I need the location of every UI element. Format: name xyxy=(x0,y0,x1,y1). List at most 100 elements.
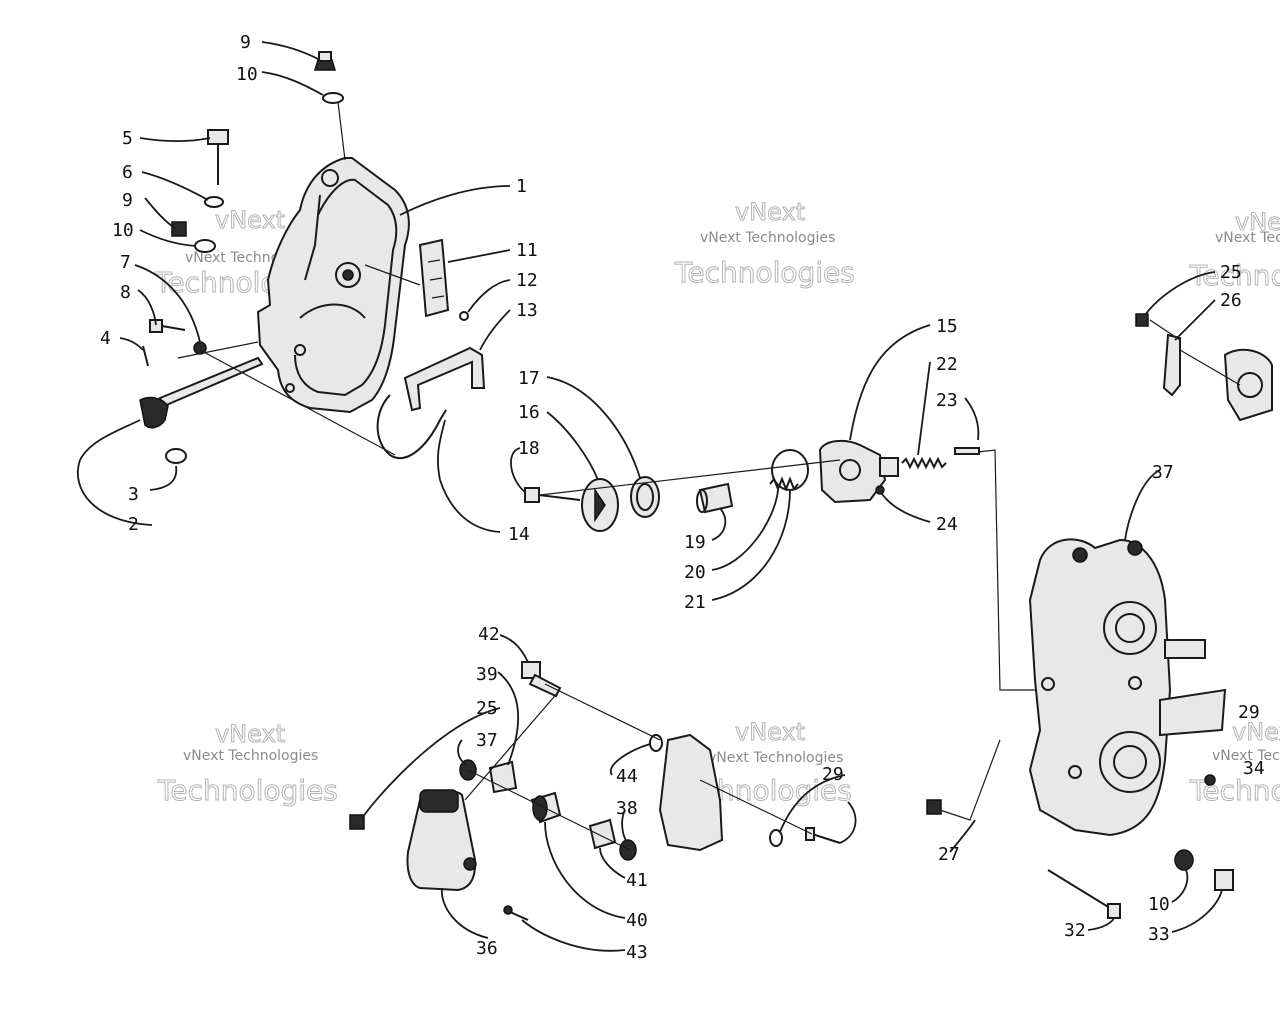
callout-44: 44 xyxy=(616,766,638,787)
callout-27: 27 xyxy=(938,844,960,865)
nut-27 xyxy=(926,799,942,815)
svg-text:vNext Technologies: vNext Technologies xyxy=(1215,230,1280,246)
callout-32: 32 xyxy=(1064,920,1086,941)
callout-10-right: 10 xyxy=(1148,894,1170,915)
shaft-right xyxy=(1159,639,1227,737)
svg-text:Technologies: Technologies xyxy=(1189,774,1280,807)
plate-right-top xyxy=(1223,348,1273,422)
svg-text:vNext Technologies: vNext Technologies xyxy=(708,750,843,766)
cable-14 xyxy=(376,394,447,460)
callout-3: 3 xyxy=(128,484,139,505)
washer-44 xyxy=(649,734,663,752)
callout-19: 19 xyxy=(684,532,706,553)
washer-29-center xyxy=(769,829,783,847)
callout-4: 4 xyxy=(100,328,111,349)
callout-42: 43 xyxy=(626,942,648,963)
bolt-18 xyxy=(524,487,581,503)
bushing-39 xyxy=(530,791,562,824)
watermark-left-bottom: vNext vNext Technologies Technologies xyxy=(157,720,339,808)
callout-5: 5 xyxy=(122,128,133,149)
bracket-13 xyxy=(403,346,486,412)
svg-text:vNext: vNext xyxy=(735,198,805,226)
callout-21: 21 xyxy=(684,592,706,613)
callout-7: 7 xyxy=(120,252,131,273)
callout-14: 14 xyxy=(508,524,530,545)
callout-10-left: 10 xyxy=(112,220,134,241)
callout-29-center: 29 xyxy=(822,764,844,785)
bolt-42 xyxy=(503,905,529,921)
bracket-26 xyxy=(1162,333,1181,397)
callout-25-right: 25 xyxy=(1220,262,1242,283)
svg-text:Technologies: Technologies xyxy=(674,256,855,289)
spring-22 xyxy=(901,456,947,470)
callout-13: 13 xyxy=(516,300,538,321)
svg-text:vNext Technologies: vNext Technologies xyxy=(183,748,318,764)
callout-20: 20 xyxy=(684,562,706,583)
svg-text:vNext: vNext xyxy=(215,720,285,748)
screw-12 xyxy=(459,311,469,321)
leader-lines xyxy=(77,41,1223,952)
watermark-right-bottom: vNext vNext Technologies Technologies xyxy=(1189,718,1280,808)
washer-10-top xyxy=(322,92,344,104)
callout-39: 40 xyxy=(626,910,648,931)
gear-case-35 xyxy=(1028,538,1172,837)
bolt-43 xyxy=(805,827,841,844)
bolt-9-top xyxy=(313,51,337,71)
chaincase-cover xyxy=(256,157,410,414)
callout-9-left: 9 xyxy=(122,190,133,211)
callout-37-right: 38 xyxy=(616,798,638,819)
svg-text:vNext: vNext xyxy=(735,718,805,746)
watermark-center-top: vNext vNext Technologies Technologies xyxy=(674,198,856,290)
callout-35: 37 xyxy=(1152,462,1174,483)
washer-10-right xyxy=(1174,849,1194,871)
callout-37-left: 37 xyxy=(476,730,498,751)
callout-36: 36 xyxy=(476,938,498,959)
pin-4 xyxy=(142,345,149,367)
callout-10-top: 10 xyxy=(236,64,258,85)
callout-23: 23 xyxy=(936,390,958,411)
arm-36 xyxy=(406,789,477,892)
callout-34: 34 xyxy=(1243,758,1265,779)
callout-22: 22 xyxy=(936,354,958,375)
svg-text:vNext Technologies: vNext Technologies xyxy=(700,230,835,246)
o-ring-6 xyxy=(204,196,224,208)
callout-25-bottom: 25 xyxy=(476,698,498,719)
bolt-9-left xyxy=(171,221,216,253)
plug-5 xyxy=(207,129,229,185)
svg-text:vNext: vNext xyxy=(215,206,285,234)
callout-26: 26 xyxy=(1220,290,1242,311)
nut-25-right xyxy=(1135,313,1149,327)
callout-8: 8 xyxy=(120,282,131,303)
svg-text:vNext: vNext xyxy=(1235,208,1280,236)
nut-34 xyxy=(1204,774,1216,786)
watermark-right-top: vNext vNext Technologies Technologies xyxy=(1189,208,1280,293)
callout-11: 11 xyxy=(516,240,538,261)
callout-16: 16 xyxy=(518,402,540,423)
callout-6: 6 xyxy=(122,162,133,183)
bolt-41 xyxy=(521,661,562,698)
callout-15: 15 xyxy=(936,316,958,337)
bolt-33 xyxy=(1214,869,1234,891)
callout-18: 18 xyxy=(518,438,540,459)
callout-41: 42 xyxy=(478,624,500,645)
callout-17: 17 xyxy=(518,368,540,389)
bolt-32 xyxy=(1047,869,1121,919)
sprocket-16 xyxy=(581,478,619,532)
bracket-frame xyxy=(658,733,724,852)
svg-text:Technologies: Technologies xyxy=(1189,259,1280,292)
callout-38: 39 xyxy=(476,664,498,685)
screw-24 xyxy=(875,485,885,495)
bushing-19 xyxy=(696,482,734,514)
callout-33: 33 xyxy=(1148,924,1170,945)
callout-24: 24 xyxy=(936,514,958,535)
nut-25-bottom xyxy=(349,814,365,830)
washer-37-right xyxy=(619,839,637,861)
callout-2: 2 xyxy=(128,514,139,535)
cover-15 xyxy=(818,439,899,504)
callout-1: 1 xyxy=(516,176,527,197)
pin-23 xyxy=(954,447,980,455)
washer-3 xyxy=(165,448,187,464)
svg-text:Technologies: Technologies xyxy=(157,774,338,807)
callout-labels: 9 10 5 6 9 10 7 8 4 3 2 1 11 12 13 14 15… xyxy=(100,32,1265,963)
